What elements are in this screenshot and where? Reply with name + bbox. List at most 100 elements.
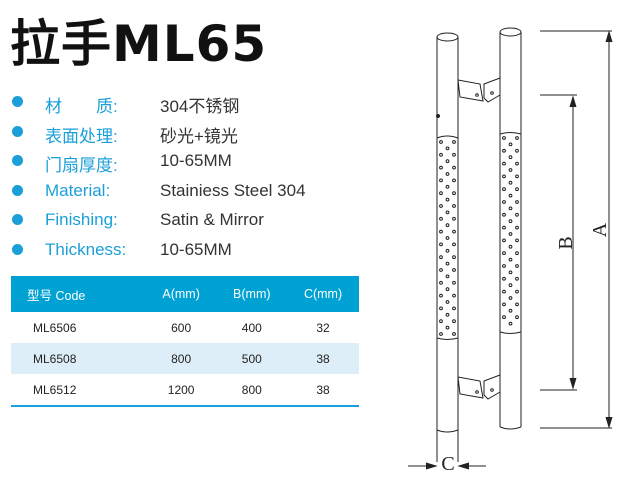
spec-label: 表面处理: <box>45 126 118 146</box>
bullet-icon <box>12 96 23 107</box>
header-code: 型号 Code <box>11 276 146 312</box>
perforation-dot <box>502 161 506 166</box>
spec-value: 304不锈钢 <box>160 97 240 116</box>
perforation-dot <box>452 306 456 311</box>
perforation-dot <box>452 178 456 183</box>
perforation-dot <box>502 289 506 294</box>
bottom-brackets <box>457 374 501 400</box>
perforation-dot <box>439 268 443 272</box>
table-row: ML6512 1200 800 38 <box>11 374 359 407</box>
dimension-a <box>540 30 613 429</box>
perforation-dot <box>452 152 456 157</box>
spec-label: 材 质: <box>45 97 118 116</box>
perforation-dot <box>515 136 519 140</box>
bullet-icon <box>12 243 23 255</box>
perforation-dot <box>508 296 513 300</box>
perforation-dot <box>452 216 456 221</box>
cell-b: 800 <box>216 374 288 407</box>
perforation-dot <box>445 172 450 176</box>
cell-code: ML6508 <box>11 343 146 374</box>
perforation-dot <box>502 174 506 179</box>
cell-code: ML6506 <box>33 320 77 335</box>
perforation-dot <box>445 146 450 151</box>
perforation-dot <box>445 236 450 240</box>
perforation-dot <box>508 244 513 249</box>
perforation-dot <box>502 200 506 204</box>
perforation-dot <box>439 255 443 260</box>
perforation-dot <box>452 293 456 298</box>
perforation-dot <box>502 148 506 153</box>
perforation-dot <box>445 197 450 202</box>
perforation-dot <box>508 155 513 160</box>
perforation-dot <box>515 212 519 217</box>
perforation-dot <box>515 276 519 281</box>
spec-label: Material: <box>45 180 111 200</box>
spec-label: Thickness: <box>45 239 127 259</box>
cell-c: 38 <box>287 343 359 374</box>
perforation-dot <box>508 321 513 326</box>
cell-code: ML6512 <box>11 374 146 407</box>
perforation-dot <box>452 204 456 208</box>
cell-c: 38 <box>287 374 359 407</box>
cell-a: 600 <box>171 320 192 335</box>
header-a: A(mm) <box>145 276 217 312</box>
spec-label: 门扇厚度: <box>45 156 118 175</box>
perforation-dot <box>515 200 519 204</box>
perforation-dot <box>515 148 519 153</box>
perforation-dot <box>515 161 519 166</box>
perforation-dot <box>439 152 443 157</box>
perforation-dot <box>452 319 456 324</box>
dimension-b <box>540 94 577 391</box>
perforation-dot <box>439 140 443 144</box>
perforation-dot <box>515 225 519 230</box>
perforation-dot <box>452 280 456 285</box>
perforation-dot <box>445 312 450 317</box>
perforation-dot <box>452 332 456 336</box>
perforation-dot <box>515 251 519 256</box>
perforation-dot <box>452 255 456 260</box>
perforation-dot <box>439 191 443 196</box>
perforation-dot <box>439 178 443 183</box>
perforation-dot <box>508 308 513 313</box>
perforation-dot <box>445 300 450 304</box>
page-title: 拉手ML65 <box>10 15 268 73</box>
perforation-dot <box>515 302 519 307</box>
spec-value: 10-65MM <box>160 239 232 259</box>
perforation-dot <box>445 261 450 266</box>
perforation-dot <box>502 212 506 217</box>
perforation-dot <box>515 315 519 320</box>
spec-item: 门扇厚度: 10-65MM <box>0 149 400 175</box>
spec-item: Material: Stainiess Steel 304 <box>0 179 400 203</box>
perforation-dot <box>508 206 513 211</box>
perforation-dot <box>508 232 513 236</box>
dimensions-table: 型号 Code A(mm) B(mm) C(mm) ML6506 600 400… <box>11 276 359 407</box>
dim-b-label: B <box>555 236 577 249</box>
bullet-icon <box>12 125 23 137</box>
perforation-dot <box>445 210 450 215</box>
spec-value: Satin & Mirror <box>160 210 264 229</box>
top-brackets <box>457 77 501 103</box>
cell-c: 32 <box>316 320 330 335</box>
cell-a: 1200 <box>145 374 217 407</box>
perforation-dot <box>452 140 456 144</box>
perforation-dot <box>515 289 519 294</box>
perforation-dot <box>508 270 513 275</box>
perforation-dot <box>452 229 456 234</box>
perforation-dot <box>439 293 443 298</box>
perforation-dot <box>508 168 513 172</box>
perforation-dot <box>439 319 443 324</box>
spec-item: 材 质: 304不锈钢 <box>0 90 400 116</box>
perforation-dot <box>445 274 450 279</box>
perforation-dot <box>515 264 519 268</box>
perforation-dot <box>445 184 450 189</box>
spec-value: 砂光+镜光 <box>160 126 238 146</box>
perforation-dot <box>502 264 506 268</box>
perforation-dot <box>445 248 450 253</box>
perforation-dot <box>502 251 506 256</box>
perforation-dot <box>452 242 456 247</box>
perforation-dot <box>515 187 519 192</box>
perforation-dot <box>439 216 443 221</box>
perforation-dot <box>502 315 506 320</box>
